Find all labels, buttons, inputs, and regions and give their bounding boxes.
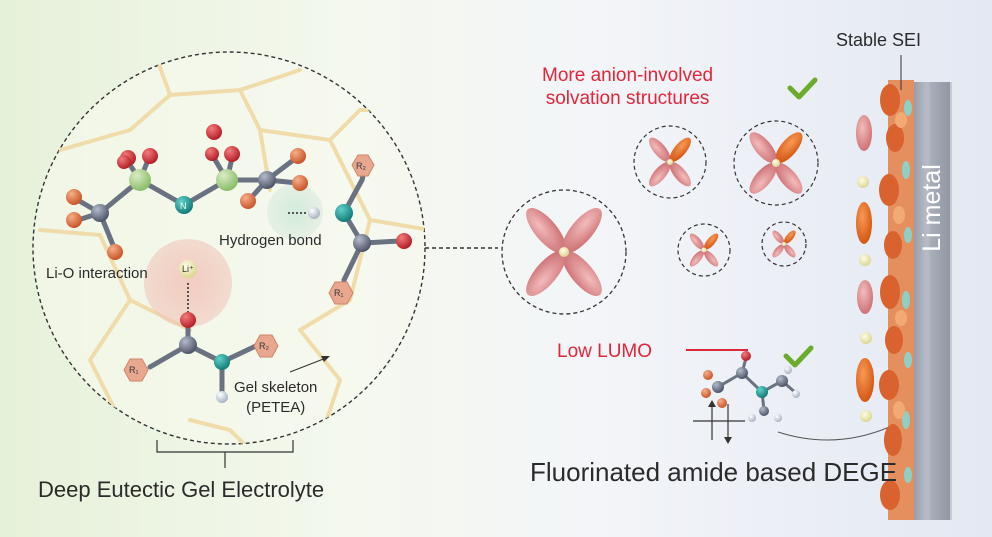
low-lumo-label: Low LUMO: [557, 341, 653, 362]
anion-line1: More anion-involved: [542, 65, 714, 86]
solvation-cluster-top-right: [733, 120, 819, 206]
anion-solvation-label: More anion-involved solvation structures: [542, 64, 713, 110]
hbond-glow: [267, 184, 323, 240]
stable-sei-label: Stable SEI: [836, 30, 922, 50]
solvation-cluster-small-right: [761, 221, 807, 267]
r-group-label: R₂: [356, 161, 366, 171]
anion-line2: solvation structures: [545, 88, 710, 109]
checkmark-icon: [783, 345, 814, 368]
solvation-cluster-small-left: [677, 223, 731, 277]
checkmark-icon: [787, 77, 818, 100]
solvation-cluster-large: [501, 189, 627, 315]
sei-arrow: [777, 421, 901, 441]
solvation-cluster-top-left: [633, 125, 707, 199]
electron-pair-icon: [693, 400, 745, 444]
molecule-atoms: [66, 124, 412, 403]
r-group-label: R₁: [334, 288, 344, 298]
gel-skeleton-line1: Gel skeleton: [234, 379, 318, 396]
bracket: [156, 440, 294, 468]
r-group-label: R₂: [259, 341, 269, 351]
deep-eutectic-title: Deep Eutectic Gel Electrolyte: [38, 477, 325, 502]
fluorinated-amide-title: Fluorinated amide based DEGE: [530, 457, 898, 487]
r-group-hexagons: [123, 154, 375, 382]
li-o-interaction-label: Li-O interaction: [46, 265, 148, 282]
atom-li-label: Li⁺: [182, 264, 194, 274]
gel-skeleton-line2: (PETEA): [246, 399, 306, 416]
electrolyte-particles: [856, 115, 874, 422]
sei-layer: [879, 80, 914, 520]
r-group-label: R₁: [129, 365, 139, 375]
gel-skeleton-label: Gel skeleton (PETEA): [234, 378, 317, 418]
amide-molecule: [701, 351, 800, 422]
hydrogen-bond-label: Hydrogen bond: [219, 232, 322, 249]
gel-skeleton-arrow-line: [289, 357, 327, 373]
li-metal-label: Li metal: [918, 164, 946, 252]
gel-skeleton-arrowhead: [321, 356, 330, 362]
atom-n-label: N: [180, 201, 187, 211]
